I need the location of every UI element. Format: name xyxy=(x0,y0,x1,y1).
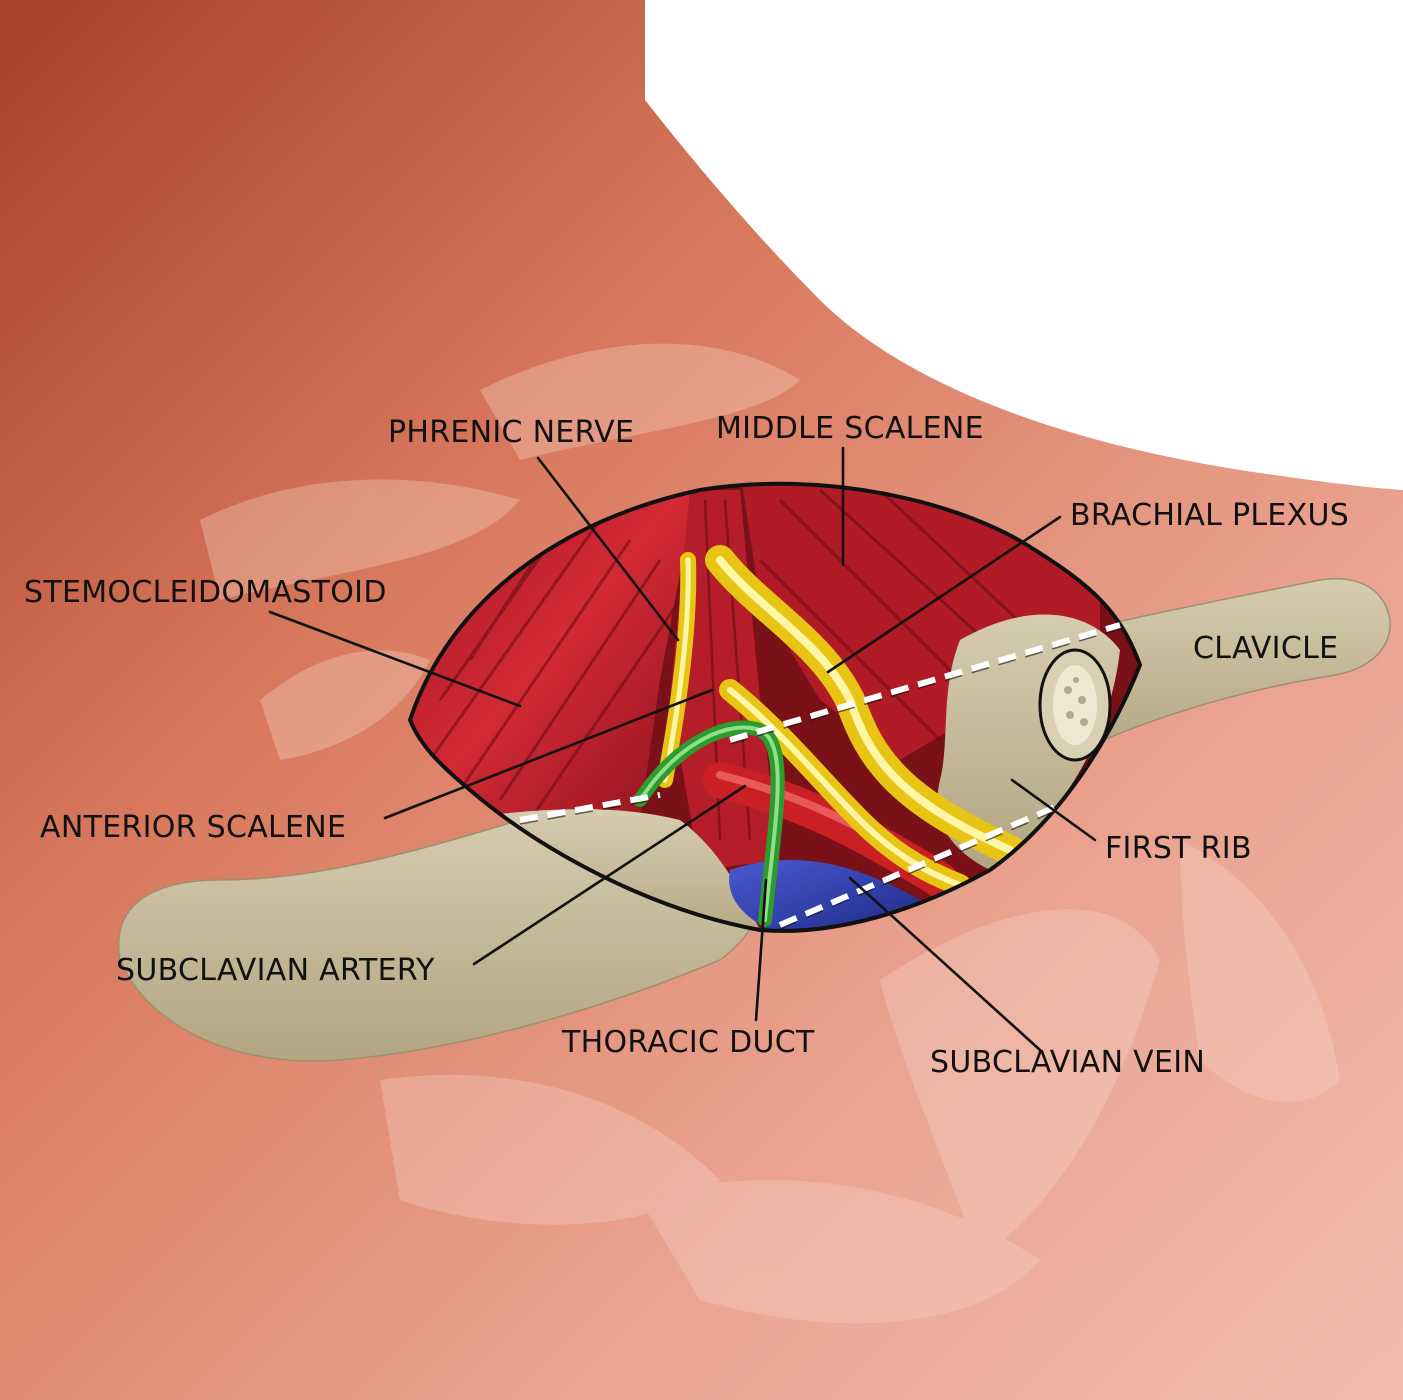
label-subclavian-vein: SUBCLAVIAN VEIN xyxy=(930,1045,1205,1080)
label-anterior-scalene: ANTERIOR SCALENE xyxy=(40,810,346,845)
leader-anterior-scalene xyxy=(383,688,714,820)
label-thoracic-duct: THORACIC DUCT xyxy=(561,1025,815,1060)
labels: PHRENIC NERVE MIDDLE SCALENE BRACHIAL PL… xyxy=(24,411,1349,1080)
label-clavicle: CLAVICLE xyxy=(1193,631,1338,666)
label-sternocleidomastoid: STEMOCLEIDOMASTOID xyxy=(24,575,387,610)
leader-thoracic-duct xyxy=(754,878,768,1022)
leader-lines xyxy=(268,446,1097,1052)
label-phrenic-nerve: PHRENIC NERVE xyxy=(388,415,634,450)
label-middle-scalene: MIDDLE SCALENE xyxy=(716,411,984,446)
leader-brachial-plexus xyxy=(826,515,1062,674)
leader-sternocleidomastoid xyxy=(268,610,522,708)
dashed-boundaries xyxy=(519,622,1121,928)
label-brachial-plexus: BRACHIAL PLEXUS xyxy=(1070,498,1349,533)
leader-subclavian-vein xyxy=(848,876,1042,1052)
dissection-window-outline xyxy=(407,481,1143,933)
clavicle-shape xyxy=(1039,578,1391,762)
leader-phrenic-nerve xyxy=(536,456,680,642)
leader-first-rib xyxy=(1010,778,1097,842)
leader-subclavian-artery xyxy=(472,784,747,966)
label-subclavian-artery: SUBCLAVIAN ARTERY xyxy=(116,953,435,988)
background-anatomy xyxy=(200,343,1340,1324)
label-first-rib: FIRST RIB xyxy=(1105,831,1252,866)
